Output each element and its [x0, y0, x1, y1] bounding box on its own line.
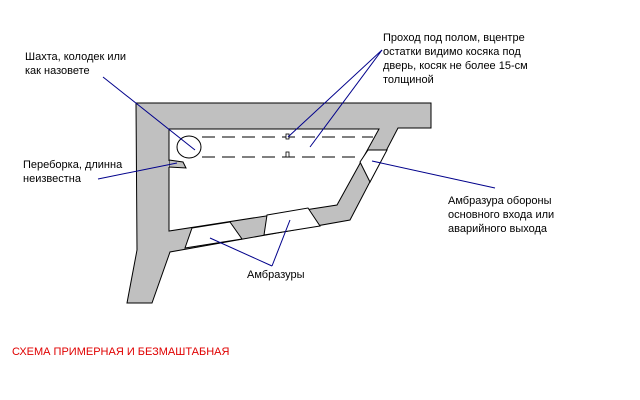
door-jamb-bottom	[285, 151, 290, 158]
label-defense-embrasure: Амбразура обороны основного входа или ав…	[448, 194, 554, 236]
embrasure-left	[184, 221, 243, 249]
label-line: как назовете	[25, 65, 90, 77]
embrasure-middle	[263, 207, 321, 236]
leader-defense-embrasure	[371, 160, 496, 189]
shaft-circle	[176, 135, 202, 159]
leader-embrasures-1	[209, 237, 273, 267]
label-line: толщиной	[383, 74, 434, 86]
leader-embrasures-2	[271, 219, 291, 267]
label-shaft: Шахта, колодек или как назовете	[25, 50, 126, 78]
label-line: аварийного выхода	[448, 223, 548, 235]
label-passage: Проход под полом, вцентре остатки видимо…	[383, 31, 528, 87]
label-line: Проход под полом, вцентре	[383, 32, 525, 44]
leader-passage-2	[309, 49, 383, 148]
leader-partition	[97, 162, 178, 180]
leader-lines	[97, 49, 496, 267]
inner-room	[168, 128, 380, 232]
leader-passage-1	[287, 49, 383, 138]
label-line: основного входа или	[448, 209, 555, 221]
embrasure-right	[359, 149, 388, 184]
label-line: Переборка, длинна	[23, 159, 123, 171]
label-line: неизвестна	[23, 173, 81, 185]
label-line: Шахта, колодек или	[25, 51, 127, 63]
label-line: остатки видимо косяка под	[383, 46, 521, 58]
label-line: дверь, косяк не более 15-см	[383, 60, 528, 72]
label-embrasures: Амбразуры	[247, 269, 305, 281]
label-line: Амбразура обороны	[448, 195, 552, 207]
scheme-note: СХЕМА ПРИМЕРНАЯ И БЕЗМАШТАБНАЯ	[12, 346, 230, 358]
leader-shaft	[102, 76, 196, 151]
label-partition: Переборка, длинна неизвестна	[23, 158, 122, 186]
